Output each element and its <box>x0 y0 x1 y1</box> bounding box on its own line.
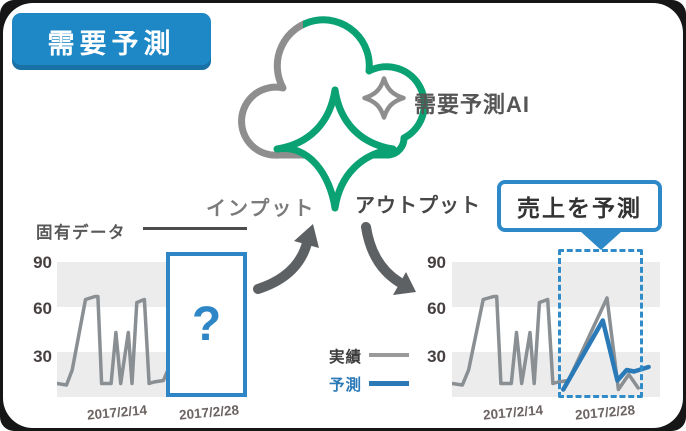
callout-pointer <box>580 231 622 250</box>
right-ytick-30: 30 <box>427 347 446 366</box>
title-badge-label: 需要予測 <box>47 29 176 59</box>
question-mark: ? <box>191 298 222 351</box>
chart-sales-forecast <box>452 262 660 397</box>
sparkle-icon <box>273 86 397 212</box>
forecast-callout-label: 売上を予測 <box>517 195 642 221</box>
legend-forecast-swatch <box>369 381 409 386</box>
forecast-region-box <box>558 249 643 398</box>
left-ytick-90: 90 <box>33 253 52 272</box>
input-label: インプット <box>206 198 316 220</box>
title-badge: 需要予測 <box>12 13 211 70</box>
proprietary-data-leader-line <box>143 227 247 230</box>
ai-label: 需要予測AI <box>414 92 531 117</box>
right-ytick-60: 60 <box>427 299 446 318</box>
unknown-future-box: ? <box>166 252 247 397</box>
left-ytick-60: 60 <box>33 299 52 318</box>
output-label: アウトプット <box>355 195 481 217</box>
legend-actual-label: 実績 <box>329 349 363 366</box>
proprietary-data-title: 固有データ <box>36 224 126 242</box>
cloud-icon <box>238 16 428 159</box>
right-ytick-90: 90 <box>427 253 446 272</box>
forecast-callout: 売上を予測 <box>497 180 662 232</box>
legend-actual-swatch <box>369 353 409 357</box>
left-ytick-30: 30 <box>33 347 52 366</box>
legend-forecast-label: 予測 <box>329 377 363 394</box>
sparkle-small-icon <box>362 76 406 120</box>
